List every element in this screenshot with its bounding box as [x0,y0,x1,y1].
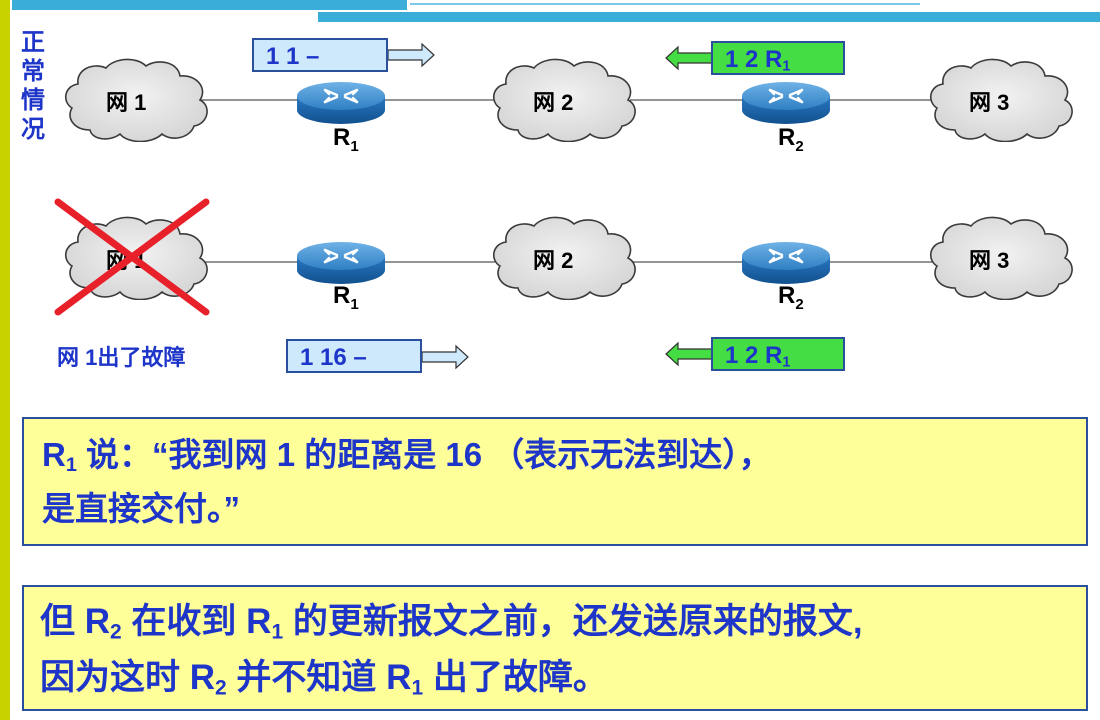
arrow-left-icon [665,45,713,71]
net3-label: 网 3 [969,248,1009,273]
fault-label: 网 1出了故障 [57,345,186,370]
side-label-char: 况 [21,116,45,143]
normal-case-label: 正 常 情 况 [18,28,48,144]
router-ref-sub: 2 [215,676,227,700]
explanation-line: 但 R2 在收到 R1 的更新报文之前，还发送原来的报文, [40,599,1086,655]
side-label-char: 正 [21,29,45,56]
explanation-line: R1 说：“我到网 1 的距离是 16 （表示无法到达）， [42,433,1086,487]
arrow-right-icon [421,344,469,370]
msg-sub: 1 [782,354,791,371]
router-ref-sub: 1 [411,676,424,700]
top-accent-bar-2 [318,12,1100,22]
net3-label: 网 3 [969,90,1009,115]
r2-update-message: 1 2 R1 [711,337,845,371]
explanation-box: R1 说：“我到网 1 的距离是 16 （表示无法到达）， 是直接交付。” [22,417,1088,546]
explanation-line: 是直接交付。” [42,489,240,527]
router-ref-sub: 1 [65,453,77,476]
side-label-char: 常 [21,58,45,85]
msg-text: 1 2 R [725,46,783,73]
explanation-text: 的更新报文之前，还发送原来的报文, [283,602,863,641]
arrow-left-icon [665,341,713,367]
explanation-text: 出了故障。 [423,658,608,698]
router-ref-sub: 2 [110,620,122,644]
router-r2-label: R2 [778,282,804,313]
net1-label: 网 1 [106,90,146,115]
r1-update-message: 1 1 – [252,38,388,72]
top-accent-bar [12,0,407,10]
explanation-text: 在收到 R [121,602,272,641]
router-r2-icon [740,80,832,126]
router-ref: R [42,436,66,473]
r2-update-message: 1 2 R1 [711,41,845,75]
side-label-char: 情 [21,87,45,114]
failure-cross-icon [54,198,210,316]
top-accent-line [410,3,920,5]
explanation-box: 但 R2 在收到 R1 的更新报文之前，还发送原来的报文, 因为这时 R2 并不… [22,585,1088,711]
router-r1-label: R1 [333,282,359,313]
msg-text: 1 2 R [725,342,783,369]
net2-label: 网 2 [533,90,573,115]
explanation-line: 因为这时 R2 并不知道 R1 出了故障。 [40,655,1086,711]
router-r2-icon [740,240,832,286]
explanation-text: 但 R [40,602,111,641]
msg-sub: 1 [782,58,791,75]
explanation-text: 因为这时 R [40,658,216,698]
router-r1-label: R1 [333,124,359,155]
r1-update-message: 1 16 – [286,339,422,373]
router-r1-icon [295,80,387,126]
router-r2-label: R2 [778,124,804,155]
left-accent-bar [0,0,10,720]
net2-label: 网 2 [533,248,573,273]
router-ref-sub: 1 [271,620,284,644]
explanation-text: 并不知道 R [226,658,412,698]
router-r1-icon [295,240,387,286]
arrow-right-icon [387,42,435,68]
explanation-text: 说：“我到网 1 的距离是 16 （表示无法到达）， [76,436,772,473]
